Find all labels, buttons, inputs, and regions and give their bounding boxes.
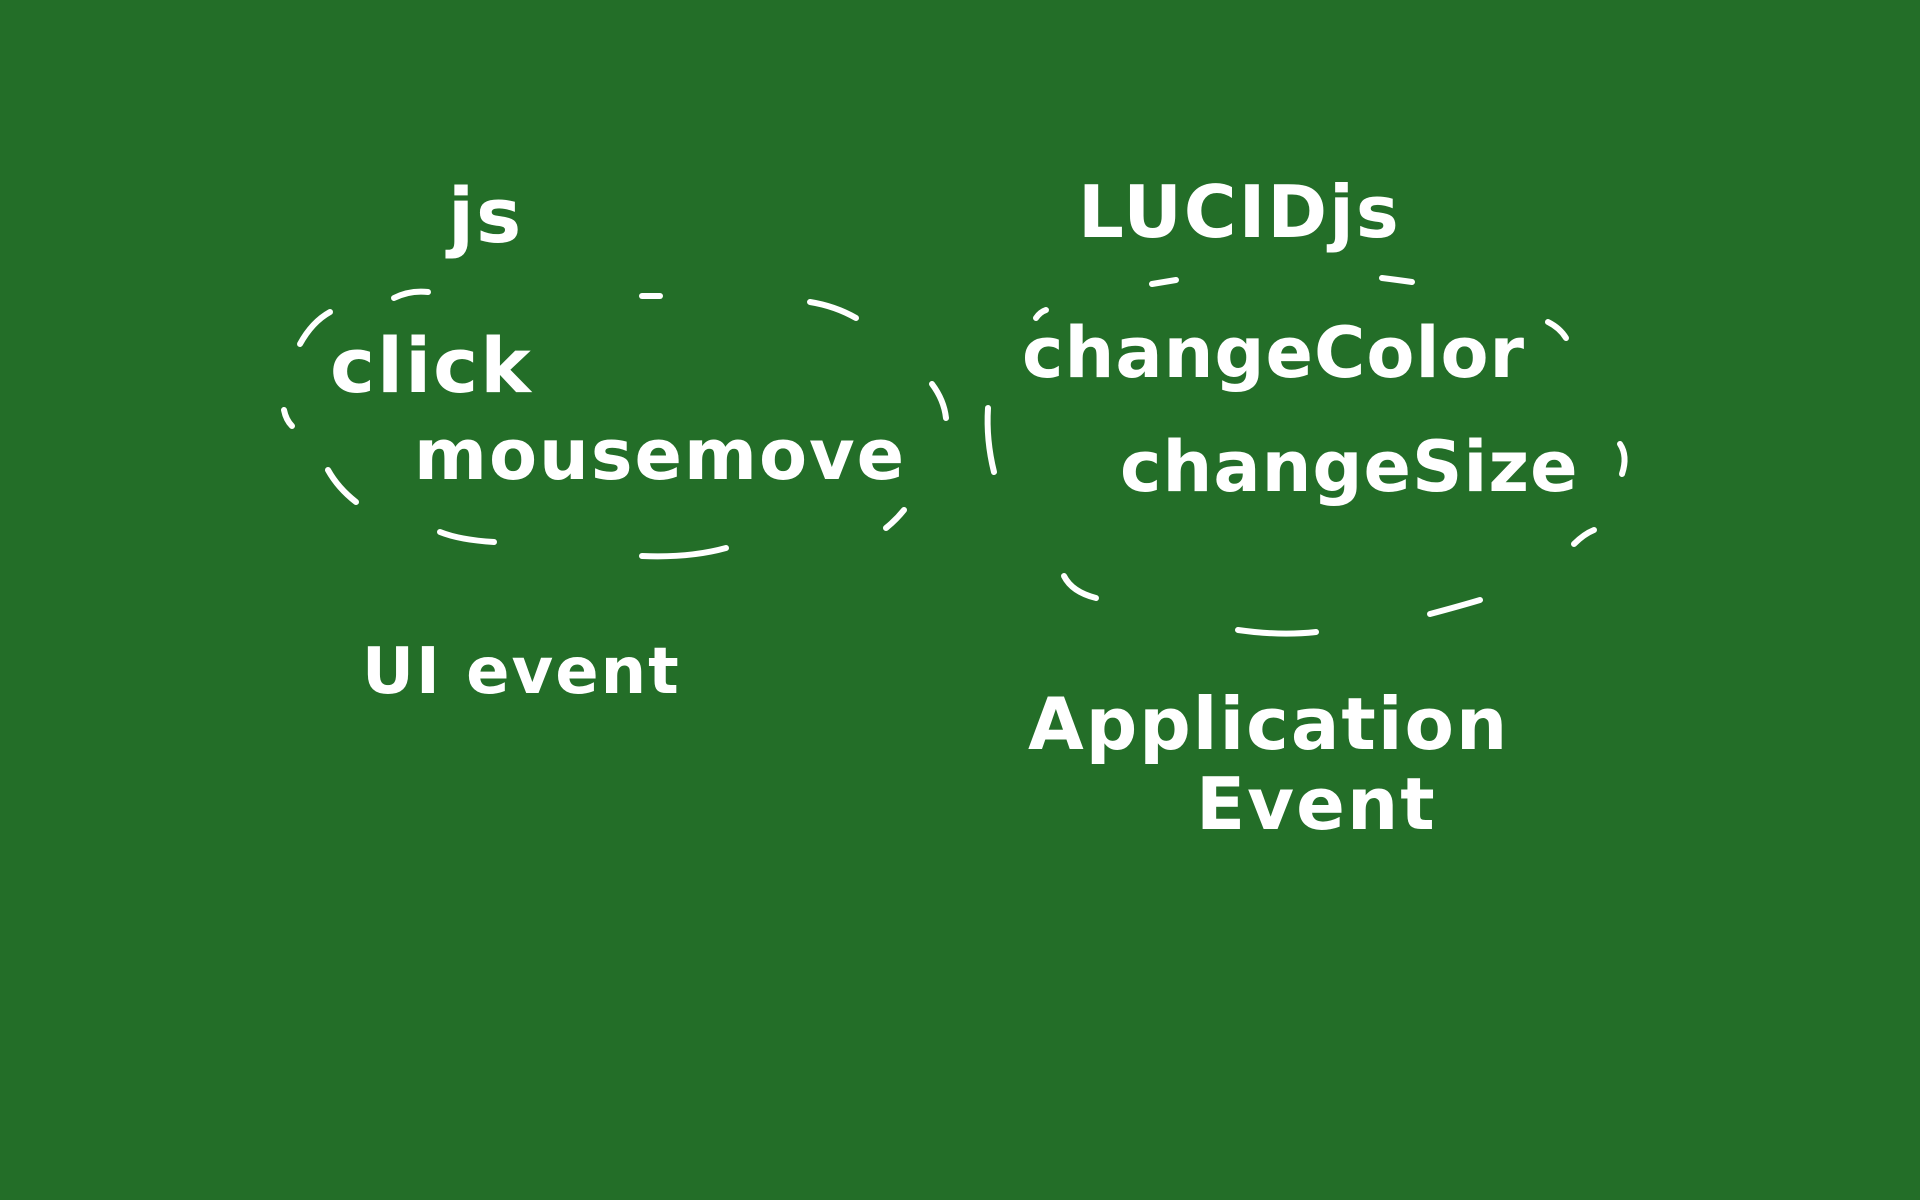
lucidjs-title: LUCIDjs — [1078, 170, 1401, 254]
right-cloud-stroke — [1571, 527, 1597, 547]
right-cloud-stroke — [1061, 573, 1099, 601]
right-cloud-stroke — [1235, 627, 1319, 637]
application-event-caption-line2: Event — [1196, 762, 1437, 846]
left-cloud-stroke — [325, 467, 359, 505]
left-cloud-stroke — [391, 288, 431, 301]
changecolor-event-label: changeColor — [1022, 312, 1526, 394]
mousemove-event-label: mousemove — [414, 414, 907, 496]
right-cloud-stroke — [1427, 597, 1483, 617]
click-event-label: click — [330, 321, 533, 410]
left-cloud-stroke — [929, 381, 949, 421]
right-cloud-stroke — [1033, 307, 1049, 321]
right-cloud-stroke — [1379, 275, 1415, 285]
left-cloud-stroke — [297, 309, 333, 347]
js-title: js — [448, 171, 524, 260]
left-cloud-stroke — [883, 507, 907, 531]
right-cloud-outline — [984, 275, 1628, 637]
left-cloud-outline — [281, 288, 949, 560]
left-cloud-stroke — [807, 299, 859, 321]
right-cloud-stroke — [1617, 441, 1628, 477]
ui-event-caption: UI event — [362, 635, 681, 709]
changesize-event-label: changeSize — [1120, 426, 1579, 508]
right-cloud-stroke — [1545, 319, 1569, 341]
application-event-caption-line1: Application — [1028, 682, 1510, 766]
left-cloud-stroke — [281, 407, 295, 429]
right-cloud-stroke — [984, 405, 997, 475]
left-cloud-stroke — [639, 545, 729, 560]
left-cloud-stroke — [437, 529, 497, 545]
right-cloud-stroke — [1149, 277, 1179, 287]
